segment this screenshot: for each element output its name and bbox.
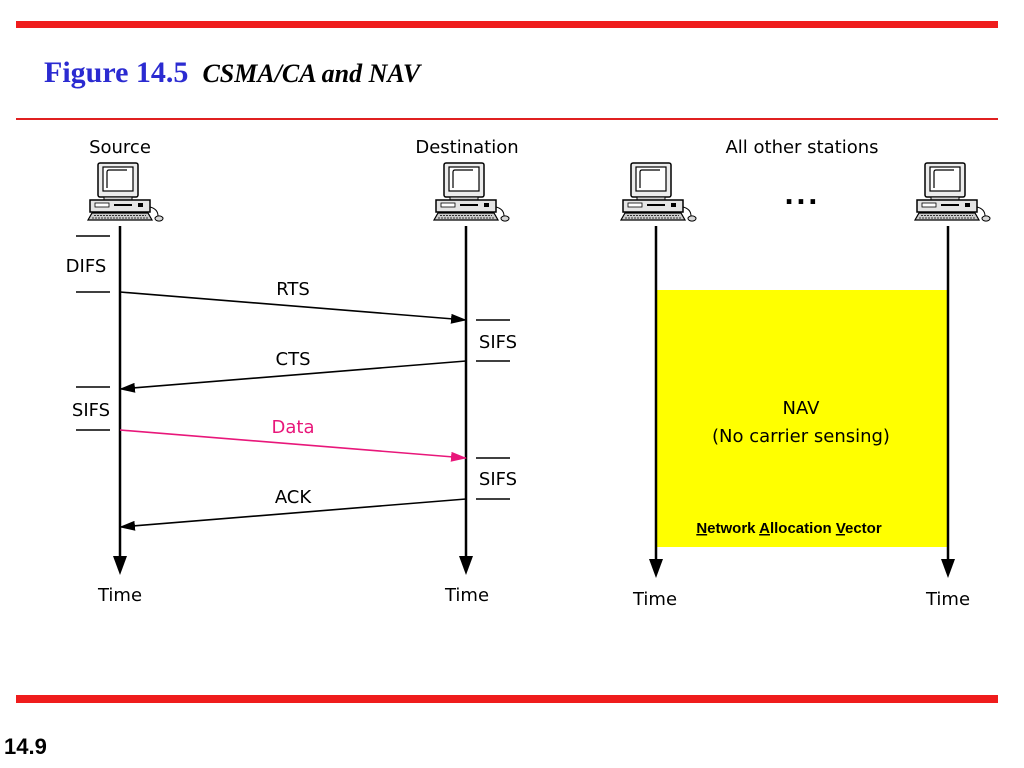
nav-caption-part: A <box>759 520 770 537</box>
interval-ticks <box>76 235 510 500</box>
data-label: Data <box>272 417 315 438</box>
nav-title: NAV <box>783 398 821 419</box>
nav-caption: Network Allocation Vector <box>696 520 882 537</box>
destination-computer-icon <box>433 162 510 222</box>
sifs-label: SIFS <box>479 332 517 353</box>
nav-caption-part: llocation <box>770 520 836 537</box>
nav-caption-part: V <box>836 520 846 537</box>
nav-subtitle: (No carrier sensing) <box>712 426 890 447</box>
station-computer-icon <box>620 162 697 222</box>
nav-caption-part: N <box>696 520 707 537</box>
nav-caption-part: etwork <box>707 520 759 537</box>
station-computer-icon <box>914 162 991 222</box>
nav-caption-part: ector <box>845 520 882 537</box>
destination-label: Destination <box>415 137 518 158</box>
rts-arrow <box>119 291 467 324</box>
source-time-label: Time <box>97 585 142 606</box>
ack-arrow <box>119 498 467 531</box>
figure-caption: CSMA/CA and NAV <box>202 59 421 88</box>
source-label: Source <box>89 137 151 158</box>
top-rule <box>16 21 998 28</box>
figure-title: Figure 14.5 CSMA/CA and NAV <box>44 56 420 90</box>
title-rule <box>16 118 998 120</box>
other-stations-label: All other stations <box>725 137 878 158</box>
destination-time-label: Time <box>444 585 489 606</box>
sifs-label: SIFS <box>479 469 517 490</box>
slide-number: 14.9 <box>4 734 47 759</box>
cts-arrow <box>119 360 467 393</box>
nav-region <box>656 290 947 547</box>
difs-label: DIFS <box>66 256 107 277</box>
station-timeline-arrow <box>649 559 663 578</box>
station-time-label: Time <box>632 589 677 610</box>
figure-number: Figure 14.5 <box>44 56 189 89</box>
ack-label: ACK <box>275 487 313 508</box>
source-timeline-arrow <box>113 556 127 575</box>
data-arrow <box>119 429 467 462</box>
bottom-rule <box>16 695 998 703</box>
sifs-label: SIFS <box>72 400 110 421</box>
source-computer-icon <box>87 162 164 222</box>
rts-label: RTS <box>276 279 310 300</box>
ellipsis: ... <box>784 181 820 211</box>
destination-timeline-arrow <box>459 556 473 575</box>
cts-label: CTS <box>276 349 311 370</box>
station-time-label: Time <box>925 589 970 610</box>
station-timeline-arrow <box>941 559 955 578</box>
